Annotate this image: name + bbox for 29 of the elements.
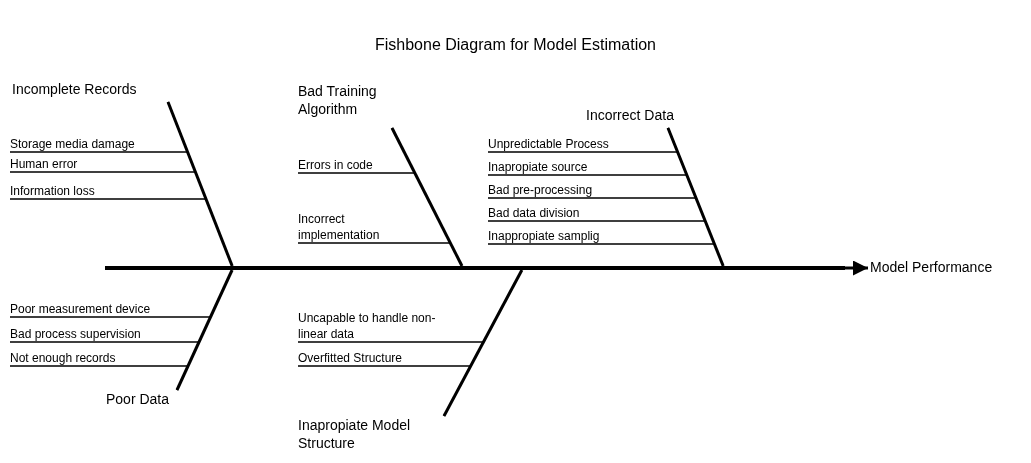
cause-label: Not enough records bbox=[10, 348, 180, 366]
category-label: Poor Data bbox=[106, 390, 196, 412]
cause-label: Uncapable to handle non-linear data bbox=[298, 304, 448, 342]
cause-label: Inappropiate samplig bbox=[488, 226, 668, 244]
category-label: Incomplete Records bbox=[12, 80, 170, 102]
category-label: Bad Training Algorithm bbox=[298, 82, 398, 128]
bone-line bbox=[175, 269, 234, 391]
cause-label: Bad pre-processing bbox=[488, 180, 668, 198]
cause-label: Poor measurement device bbox=[10, 299, 200, 317]
cause-label: Storage media damage bbox=[10, 134, 180, 152]
effect-label: Model Performance bbox=[870, 258, 1028, 278]
bone-line bbox=[390, 127, 464, 267]
cause-label: Human error bbox=[10, 154, 180, 172]
diagram-title: Fishbone Diagram for Model Estimation bbox=[374, 36, 657, 54]
bone-line bbox=[442, 269, 524, 417]
cause-label: Bad data division bbox=[488, 203, 668, 221]
cause-label: Errors in code bbox=[298, 155, 408, 173]
bone-line bbox=[666, 127, 725, 267]
cause-label: Unpredictable Process bbox=[488, 134, 668, 152]
category-label: Inapropiate Model Structure bbox=[298, 416, 458, 460]
cause-label: Overfitted Structure bbox=[298, 348, 458, 366]
cause-label: Bad process supervision bbox=[10, 324, 190, 342]
arrow bbox=[845, 260, 868, 276]
category-label: Incorrect Data bbox=[586, 106, 704, 128]
cause-label: Inapropiate source bbox=[488, 157, 668, 175]
cause-label: Incorrect implementation bbox=[298, 205, 410, 243]
spine-bar bbox=[105, 266, 845, 270]
bone-line bbox=[166, 101, 234, 267]
cause-label: Information loss bbox=[10, 181, 180, 199]
